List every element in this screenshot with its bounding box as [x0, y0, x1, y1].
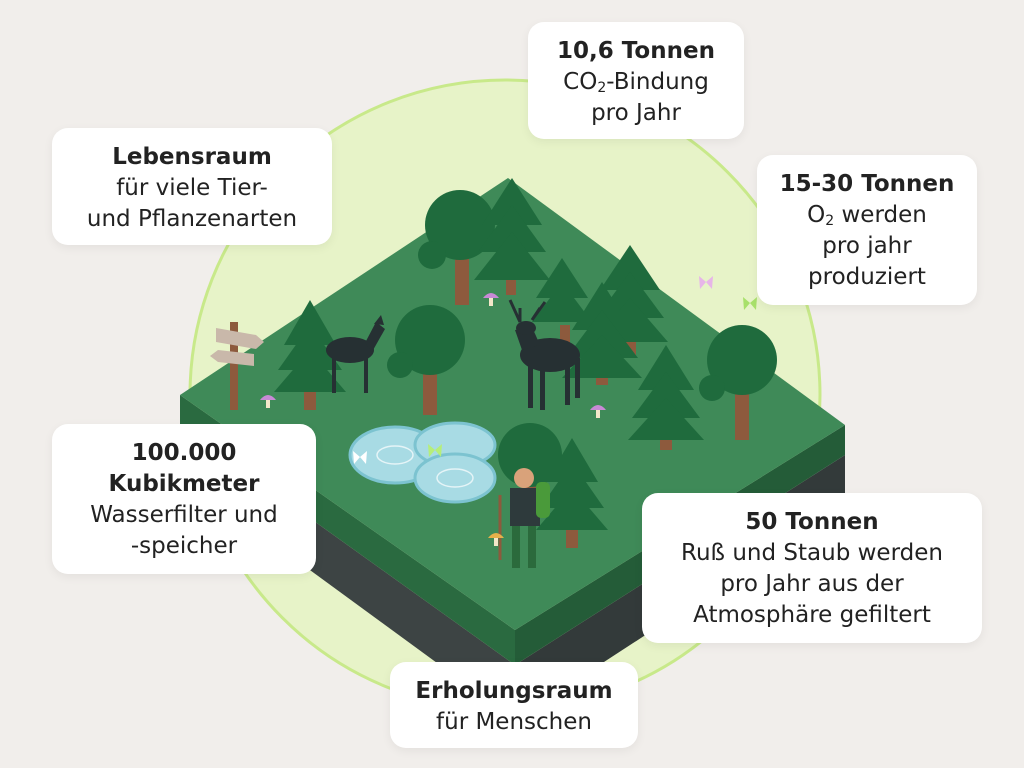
tree-conifer [628, 345, 704, 450]
oxygen-line3: produziert [808, 264, 926, 290]
recreation-line1: für Menschen [436, 709, 592, 735]
oxygen-title: 15-30 Tonnen [779, 171, 955, 197]
oxygen-card: 15-30 Tonnen O2 werden pro jahr produzie… [757, 155, 977, 305]
mushroom-icon [260, 293, 606, 546]
tree-conifer [562, 282, 642, 385]
deer-icon [326, 315, 385, 393]
stag-icon [508, 299, 580, 410]
habitat-card: Lebensraum für viele Tier- und Pflanzena… [52, 128, 332, 245]
dust-line1: Ruß und Staub werden [681, 540, 943, 566]
recreation-title: Erholungsraum [415, 678, 613, 704]
water-title-line1: 100.000 [131, 440, 237, 466]
oxygen-line2: pro jahr [822, 233, 912, 259]
tree-round [387, 305, 465, 415]
water-card: 100.000 Kubikmeter Wasserfilter und -spe… [52, 424, 316, 574]
tree-conifer [274, 300, 346, 410]
tree-conifer [536, 438, 608, 548]
dust-line2: pro Jahr aus der [720, 571, 904, 597]
water-line1: Wasserfilter und [90, 502, 278, 528]
co2-line2: pro Jahr [591, 100, 681, 126]
dust-title: 50 Tonnen [745, 509, 879, 535]
water-title-line2: Kubikmeter [108, 471, 260, 497]
co2-title: 10,6 Tonnen [557, 38, 715, 64]
co2-line1: CO2-Bindung [563, 69, 709, 96]
habitat-line2: und Pflanzenarten [86, 206, 298, 232]
butterfly-icon [353, 276, 757, 464]
recreation-card: Erholungsraum für Menschen [390, 662, 638, 748]
tree-conifer [532, 258, 592, 350]
hiker-icon [498, 468, 550, 568]
tree-round [699, 325, 777, 440]
oxygen-line1: O2 werden [807, 202, 927, 229]
signpost-icon [210, 322, 264, 410]
tree-round [418, 190, 495, 305]
water-line2: -speicher [130, 533, 238, 559]
habitat-line1: für viele Tier- [116, 175, 268, 201]
co2-card: 10,6 Tonnen CO2-Bindung pro Jahr [528, 22, 744, 139]
tree-conifer [474, 178, 550, 295]
dust-line3: Atmosphäre gefiltert [693, 602, 931, 628]
dust-card: 50 Tonnen Ruß und Staub werden pro Jahr … [642, 493, 982, 643]
habitat-title: Lebensraum [112, 144, 272, 170]
